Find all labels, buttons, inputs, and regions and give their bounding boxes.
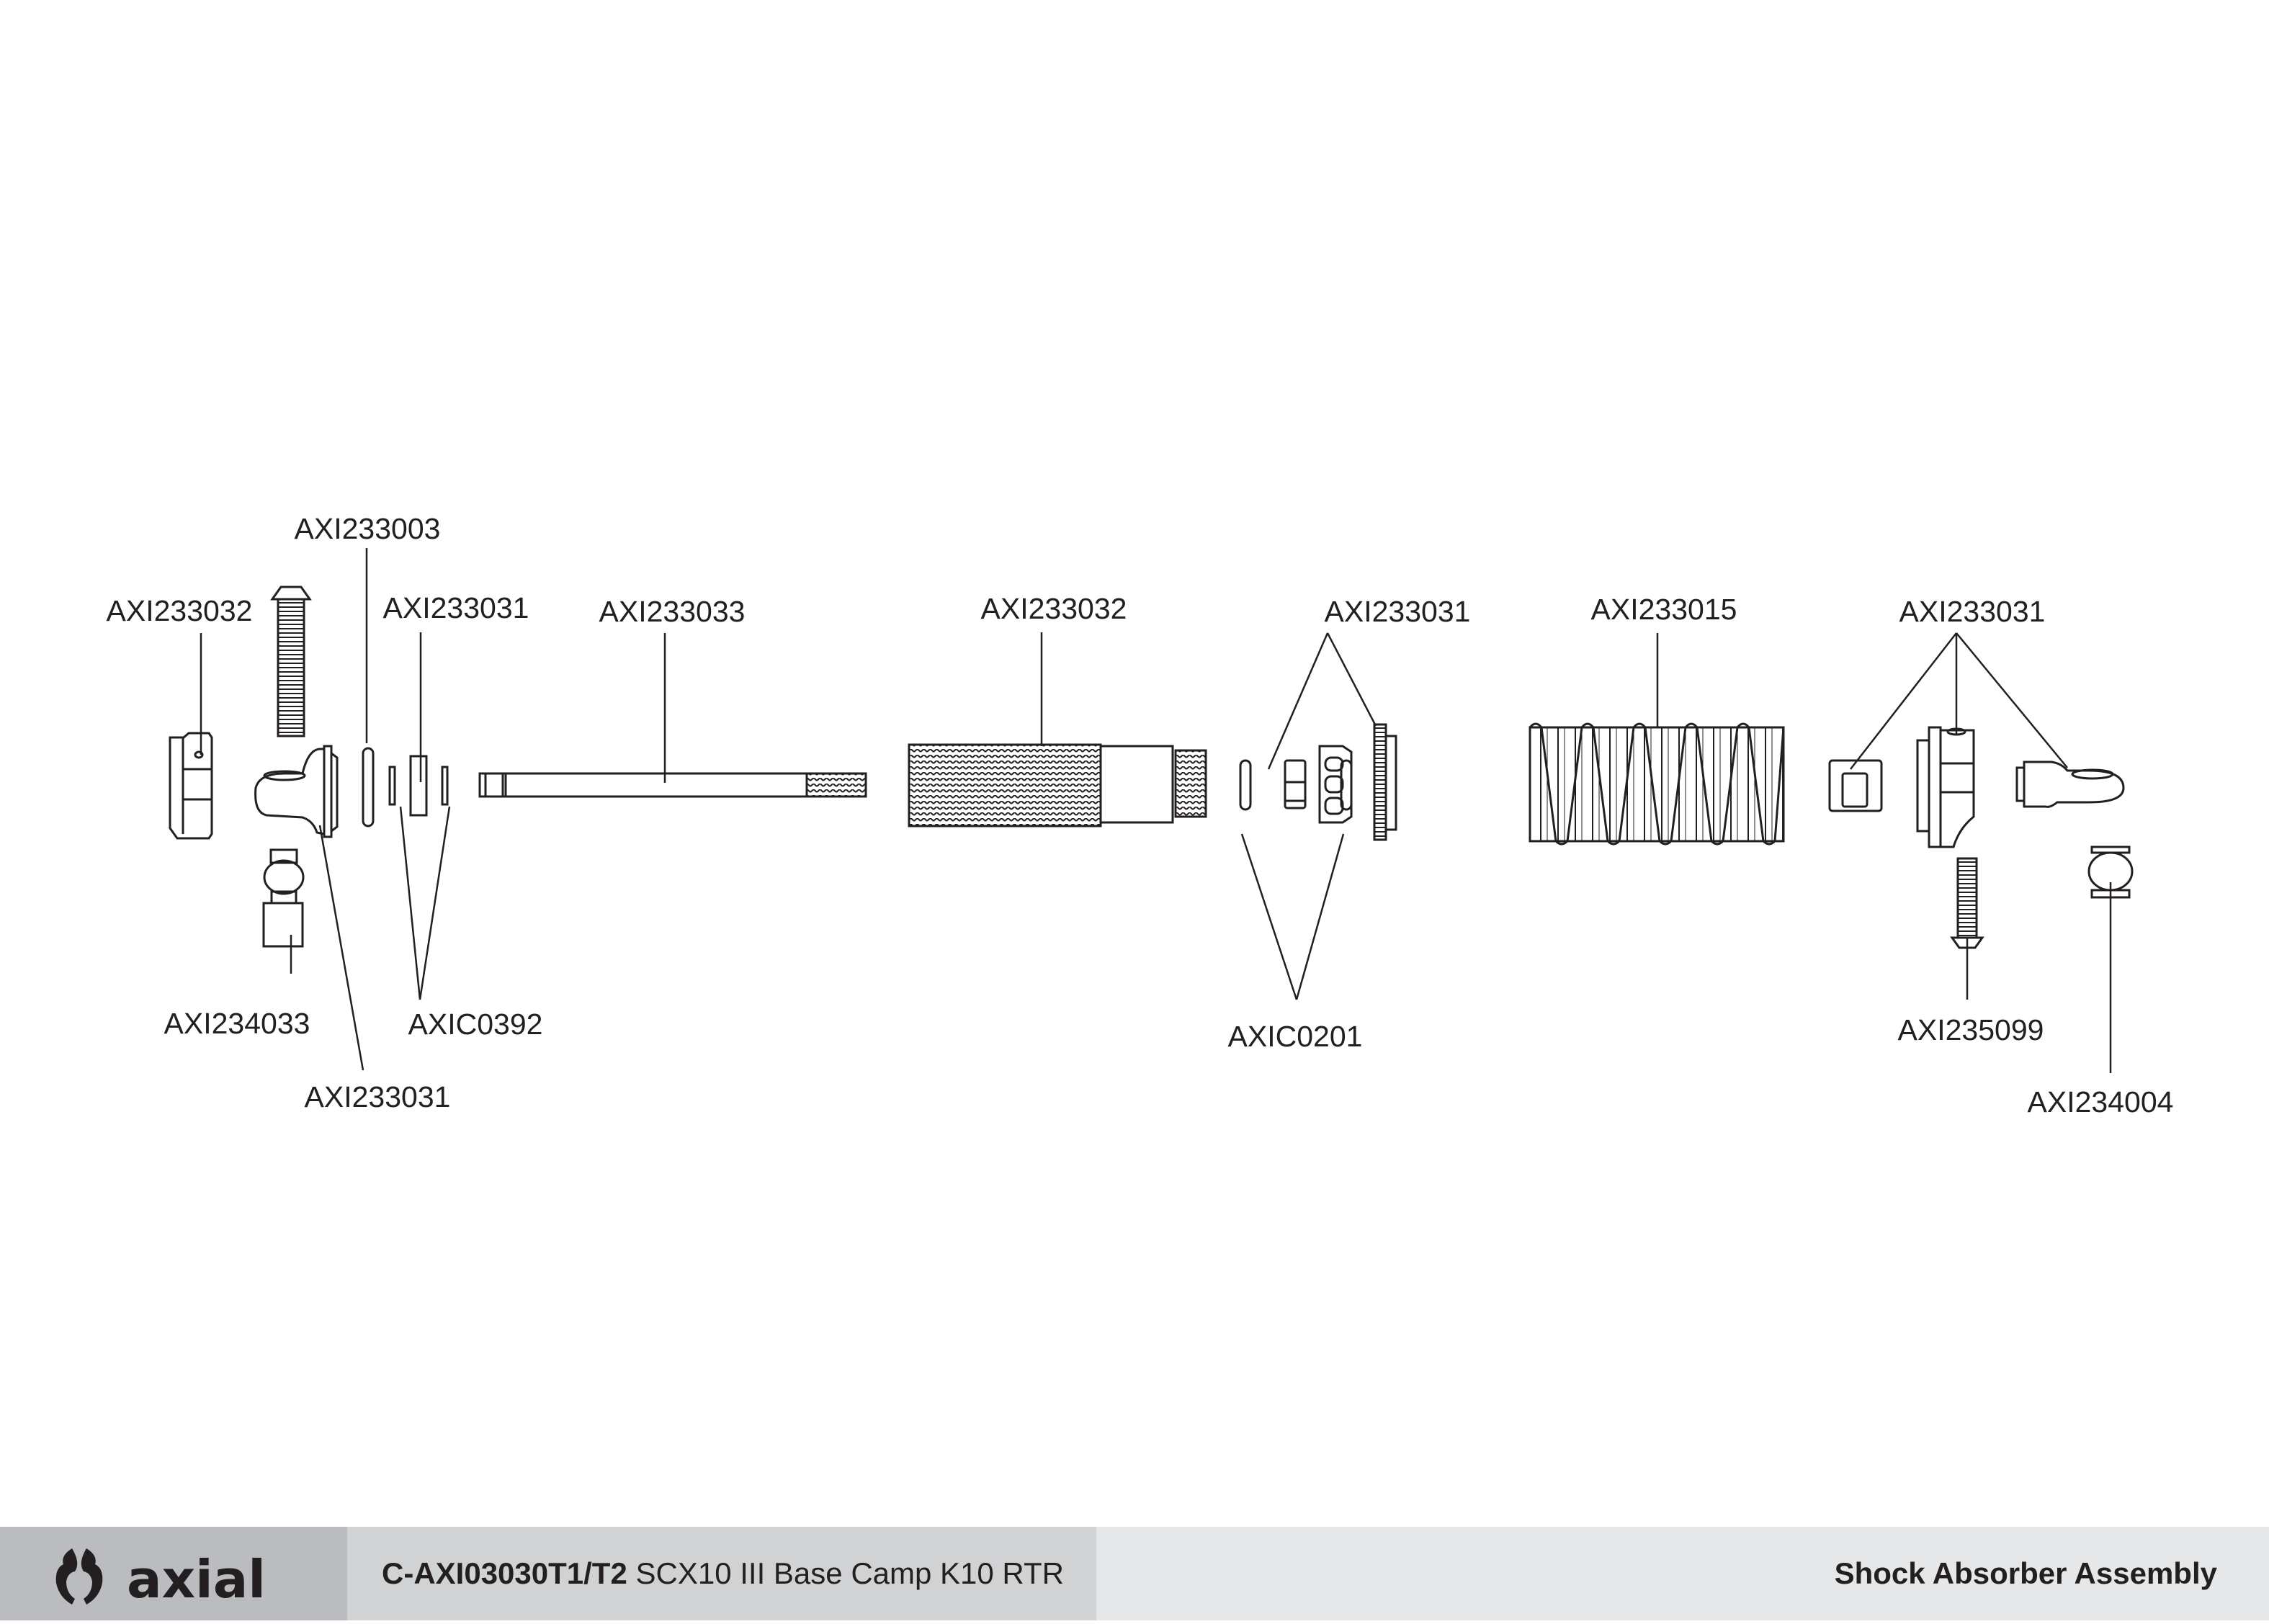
product-code: C-AXI03030T1/T2 <box>382 1556 627 1590</box>
leader-lines <box>200 548 2112 1073</box>
cap-nut-left <box>169 732 213 840</box>
spring <box>1529 722 1785 845</box>
part-label-axi233032-body: AXI233032 <box>980 592 1127 625</box>
exploded-parts-diagram: AXI233003 AXI233032 AXI233031 AXI233033 … <box>106 512 2174 1118</box>
spring-collar <box>1373 723 1397 841</box>
part-label-axi233031-rodend: AXI233031 <box>304 1080 451 1113</box>
piston-left <box>409 755 428 817</box>
rod-end-right <box>2015 761 2125 808</box>
rod-end-left <box>254 745 339 838</box>
diagram-drawing <box>169 548 2134 1073</box>
part-label-axi234004: AXI234004 <box>2027 1085 2174 1118</box>
brand-wordmark: axial <box>127 1549 266 1610</box>
spacer-mid <box>1284 759 1307 809</box>
brand-logo: axial <box>0 1527 347 1620</box>
part-label-axi234033: AXI234033 <box>164 1007 310 1040</box>
product-info: C-AXI03030T1/T2 SCX10 III Base Camp K10 … <box>347 1527 1096 1620</box>
part-label-axi233031-piston: AXI233031 <box>382 591 529 624</box>
shock-body <box>908 743 1207 827</box>
part-label-axi233031-right: AXI233031 <box>1899 595 2046 628</box>
e-clip-1 <box>388 766 396 806</box>
o-ring-left <box>362 747 375 827</box>
product-name: SCX10 III Base Camp K10 RTR <box>635 1556 1064 1590</box>
part-label-axic0201: AXIC0201 <box>1227 1020 1363 1053</box>
part-label-axi235099: AXI235099 <box>1897 1013 2044 1046</box>
ball-stud-right <box>2087 845 2134 899</box>
section-title: Shock Absorber Assembly <box>1096 1527 2269 1620</box>
part-label-axic0392: AXIC0392 <box>408 1008 543 1041</box>
part-label-axi233033: AXI233033 <box>599 595 746 628</box>
e-clip-2 <box>441 766 449 806</box>
o-ring-mid-1 <box>1239 759 1252 811</box>
part-label-axi233003: AXI233003 <box>294 512 441 545</box>
cap-mid <box>1318 745 1353 824</box>
screw-right <box>1950 857 1984 949</box>
axial-logo-icon: axial <box>55 1548 266 1610</box>
part-label-axi233031-mid: AXI233031 <box>1324 595 1471 628</box>
shock-shaft <box>478 772 867 798</box>
part-label-axi233015: AXI233015 <box>1590 593 1737 626</box>
part-label-axi233032-cap: AXI233032 <box>106 594 253 627</box>
ball-stud-left <box>262 848 305 948</box>
bushing-right <box>1828 759 1883 812</box>
screw-left <box>270 586 312 737</box>
upper-mount-right <box>1916 726 1975 848</box>
footer-bar: axial C-AXI03030T1/T2 SCX10 III Base Cam… <box>0 1527 2269 1620</box>
